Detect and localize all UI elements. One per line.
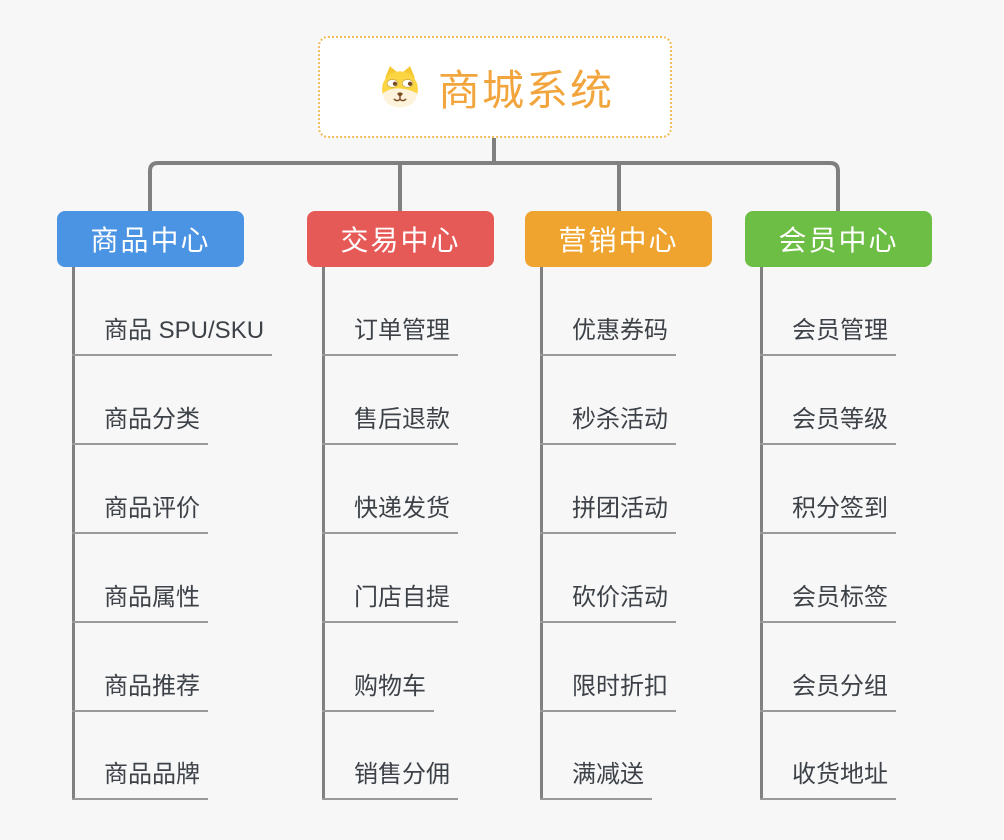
leaf-node[interactable]: 商品推荐 [72, 670, 208, 712]
leaf-node[interactable]: 商品属性 [72, 581, 208, 623]
leaf-node[interactable]: 购物车 [322, 670, 434, 712]
leaf-node[interactable]: 售后退款 [322, 403, 458, 445]
leaf-node[interactable]: 积分签到 [760, 492, 896, 534]
leaf-node[interactable]: 商品品牌 [72, 758, 208, 800]
leaf-node[interactable]: 会员等级 [760, 403, 896, 445]
leaf-node[interactable]: 会员分组 [760, 670, 896, 712]
branch-header-trade-center[interactable]: 交易中心 [307, 211, 494, 267]
root-node[interactable]: 商城系统 [318, 36, 672, 138]
branch-trade-center: 交易中心 订单管理 售后退款 快递发货 门店自提 购物车 销售分佣 [307, 211, 567, 821]
branch-member-center: 会员中心 会员管理 会员等级 积分签到 会员标签 会员分组 收货地址 [745, 211, 1004, 821]
branch-header-product-center[interactable]: 商品中心 [57, 211, 244, 267]
branch-header-member-center[interactable]: 会员中心 [745, 211, 932, 267]
leaf-node[interactable]: 销售分佣 [322, 758, 458, 800]
leaf-node[interactable]: 会员标签 [760, 581, 896, 623]
leaf-node[interactable]: 收货地址 [760, 758, 896, 800]
leaf-node[interactable]: 砍价活动 [540, 581, 676, 623]
leaf-node[interactable]: 秒杀活动 [540, 403, 676, 445]
leaf-node[interactable]: 会员管理 [760, 314, 896, 356]
leaf-node[interactable]: 订单管理 [322, 314, 458, 356]
leaf-node[interactable]: 商品分类 [72, 403, 208, 445]
leaf-node[interactable]: 限时折扣 [540, 670, 676, 712]
leaf-node[interactable]: 快递发货 [322, 492, 458, 534]
leaf-node[interactable]: 拼团活动 [540, 492, 676, 534]
dog-face-icon [382, 66, 418, 108]
leaf-node[interactable]: 商品评价 [72, 492, 208, 534]
branch-header-marketing-center[interactable]: 营销中心 [525, 211, 712, 267]
leaf-node[interactable]: 商品 SPU/SKU [72, 314, 273, 356]
branch-product-center: 商品中心 商品 SPU/SKU 商品分类 商品评价 商品属性 商品推荐 商品品牌 [57, 211, 317, 821]
leaf-node[interactable]: 优惠券码 [540, 314, 676, 356]
branch-marketing-center: 营销中心 优惠券码 秒杀活动 拼团活动 砍价活动 限时折扣 满减送 [525, 211, 785, 821]
leaf-node[interactable]: 满减送 [540, 758, 652, 800]
root-node-title: 商城系统 [437, 66, 614, 114]
leaf-node[interactable]: 门店自提 [322, 581, 458, 623]
